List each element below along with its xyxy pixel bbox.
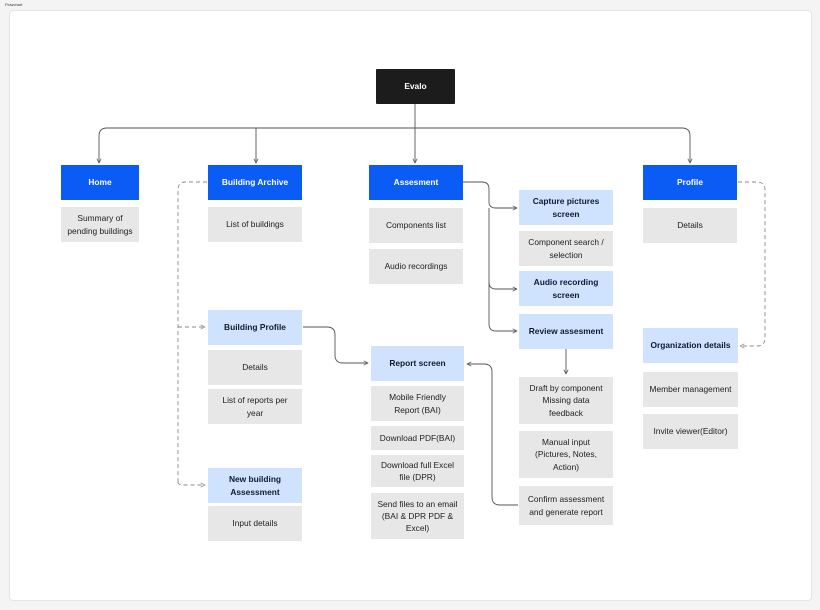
component-search-node: Component search / selection	[519, 231, 613, 266]
building-archive-node[interactable]: Building Archive	[208, 165, 302, 200]
profile-node[interactable]: Profile	[643, 165, 737, 200]
send-email-node: Send files to an email (BAI & DPR PDF & …	[371, 493, 464, 539]
download-excel-node: Download full Excel file (DPR)	[371, 455, 464, 487]
input-details-node: Input details	[208, 506, 302, 541]
audio-recordings-node: Audio recordings	[369, 249, 463, 284]
root-node-evalo[interactable]: Evalo	[376, 69, 455, 104]
profile-details-node: Details	[643, 208, 737, 243]
building-profile-details-node: Details	[208, 350, 302, 385]
review-assessment-node[interactable]: Review assesment	[519, 314, 613, 349]
report-screen-node[interactable]: Report screen	[371, 346, 464, 381]
download-pdf-node: Download PDF(BAI)	[371, 426, 464, 450]
audio-recording-screen-node[interactable]: Audio recording screen	[519, 271, 613, 306]
draft-by-component-node: Draft by component Missing data feedback	[519, 377, 613, 424]
mobile-friendly-report-node: Mobile Friendly Report (BAI)	[371, 386, 464, 421]
assessment-node[interactable]: Assesment	[369, 165, 463, 200]
components-list-node: Components list	[369, 208, 463, 243]
home-node[interactable]: Home	[61, 165, 139, 200]
invite-viewer-node: Invite viewer(Editor)	[643, 414, 738, 449]
reports-per-year-node: List of reports per year	[208, 389, 302, 424]
frame-label: Flowchart	[5, 2, 23, 7]
home-summary-node: Summary of pending buildings	[61, 207, 139, 242]
manual-input-node: Manual input (Pictures, Notes, Action)	[519, 431, 613, 478]
member-management-node: Member management	[643, 372, 738, 407]
organization-details-node[interactable]: Organization details	[643, 328, 738, 363]
building-profile-node[interactable]: Building Profile	[208, 310, 302, 345]
list-of-buildings-node: List of buildings	[208, 207, 302, 242]
capture-pictures-node[interactable]: Capture pictures screen	[519, 190, 613, 225]
new-building-assessment-node[interactable]: New building Assessment	[208, 468, 302, 503]
confirm-assessment-node: Confirm assessment and generate report	[519, 486, 613, 525]
